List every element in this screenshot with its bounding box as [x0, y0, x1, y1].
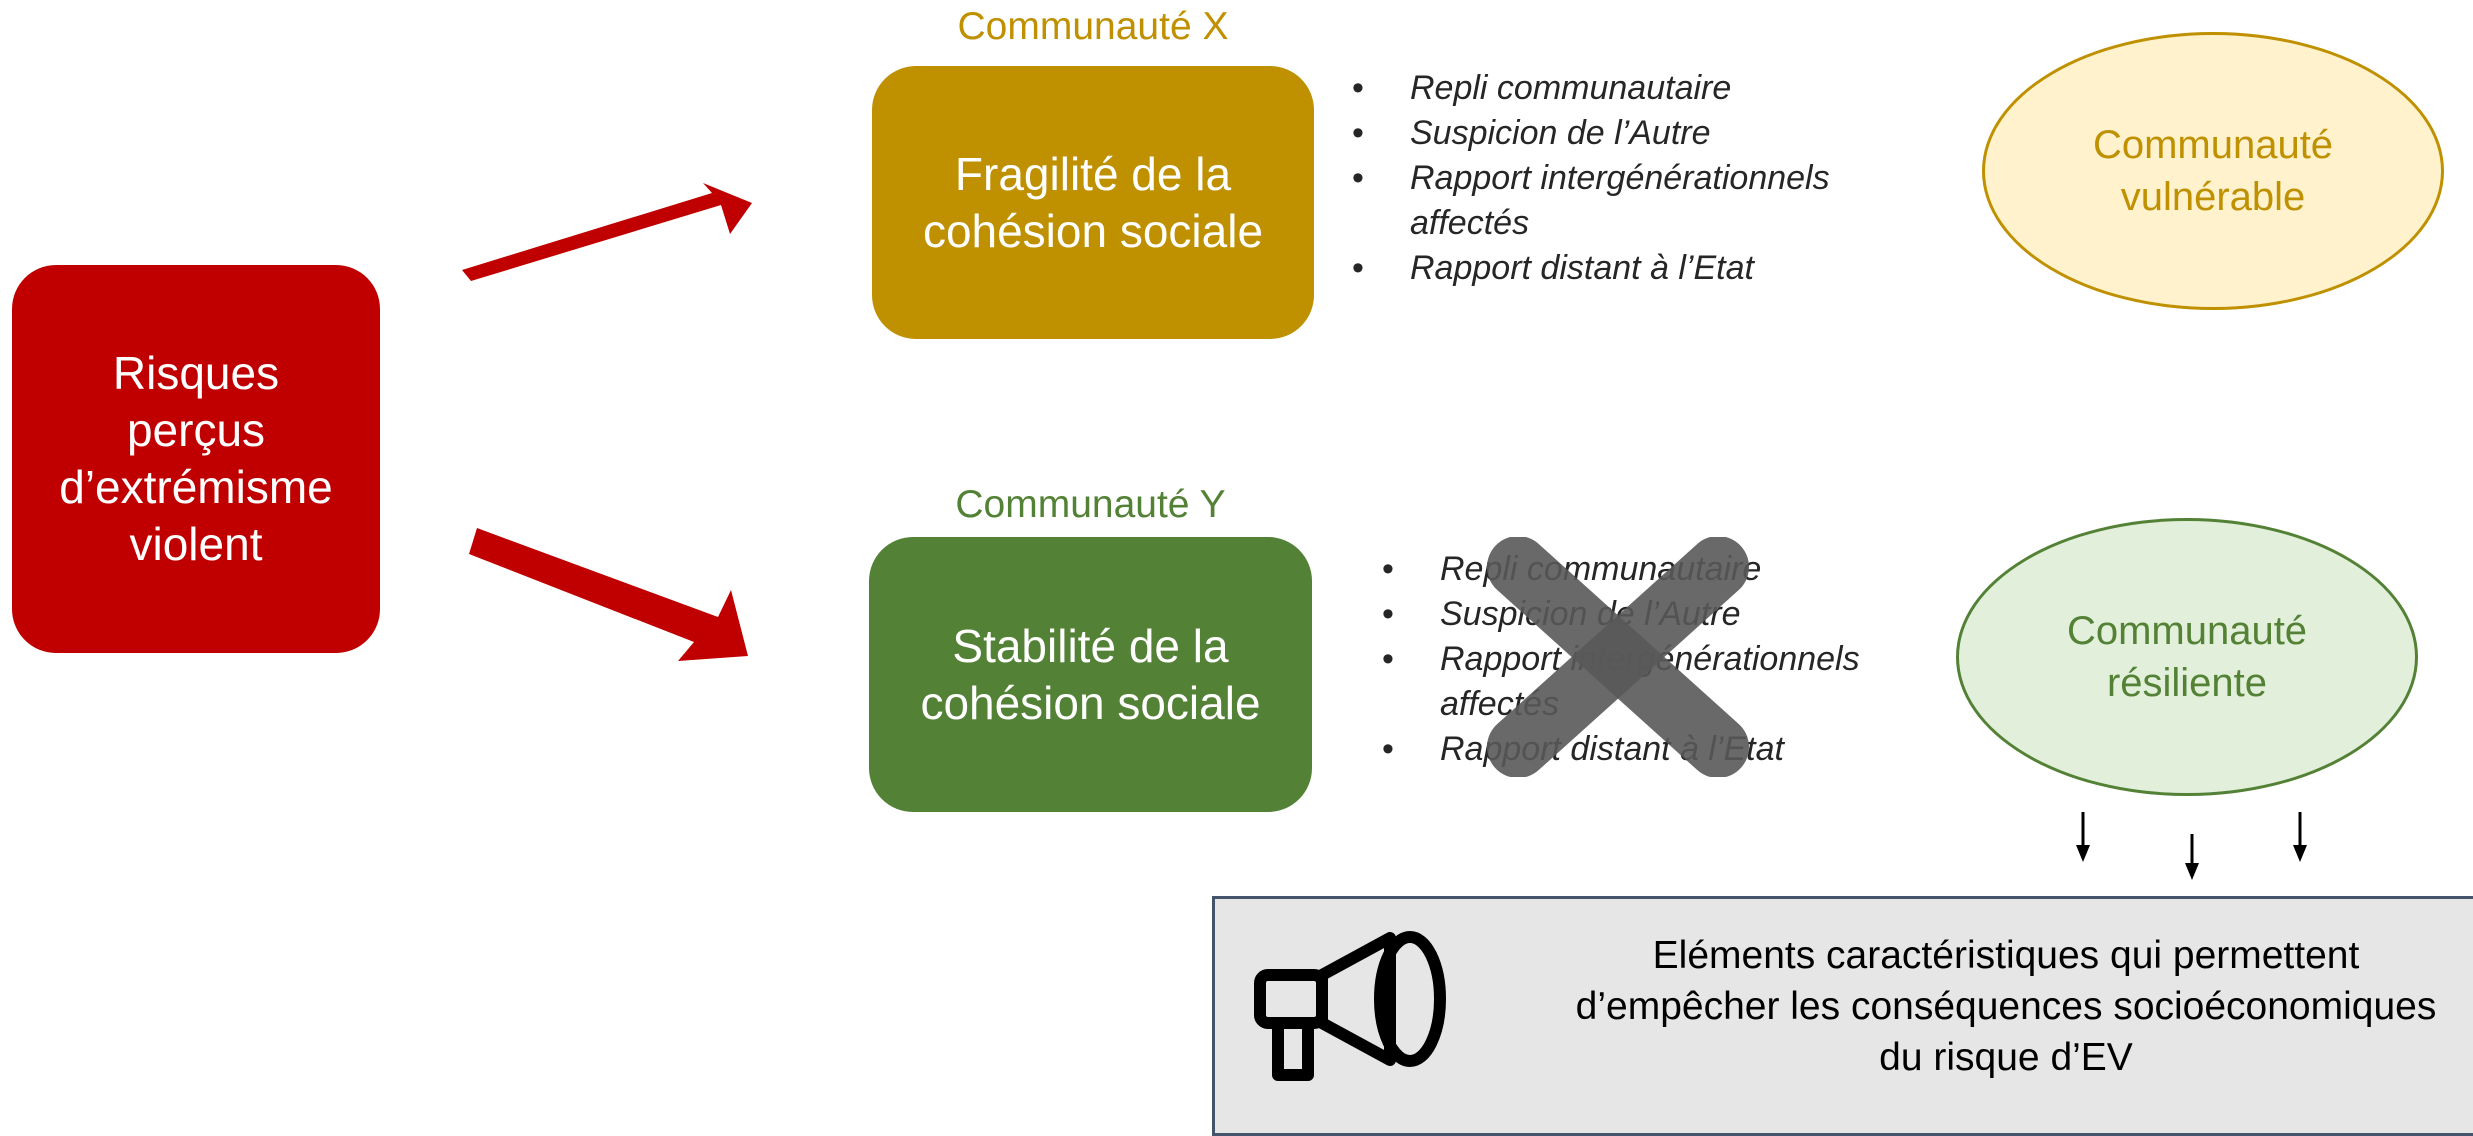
cross-icon	[1487, 537, 1749, 777]
arrow-to-community-x	[462, 183, 752, 281]
resilient-community-ellipse: Communauté résiliente	[1956, 518, 2418, 796]
bullet-item: Repli communautaire	[1352, 66, 1880, 111]
arrow-to-community-y	[469, 528, 748, 661]
down-arrows	[2076, 812, 2307, 880]
community-x-title: Communauté X	[957, 5, 1229, 48]
megaphone-icon	[1254, 931, 1446, 1081]
vulnerable-community-ellipse: Communauté vulnérable	[1982, 32, 2444, 310]
bullet-item: Rapport distant à l’Etat	[1352, 246, 1880, 291]
bullet-item: Suspicion de l’Autre	[1352, 111, 1880, 156]
community-y-title: Communauté Y	[955, 483, 1226, 526]
fragility-box: Fragilité de la cohésion sociale	[872, 66, 1314, 339]
risk-box: Risques perçus d’extrémisme violent	[12, 265, 380, 653]
bottom-panel-text: Eléments caractéristiques qui permettent…	[1575, 934, 2437, 1079]
stability-box: Stabilité de la cohésion sociale	[869, 537, 1312, 812]
bullet-item: Rapport intergénérationnels affectés	[1352, 156, 1880, 246]
community-x-bullet-list: Repli communautaire Suspicion de l’Autre…	[1352, 66, 1880, 291]
